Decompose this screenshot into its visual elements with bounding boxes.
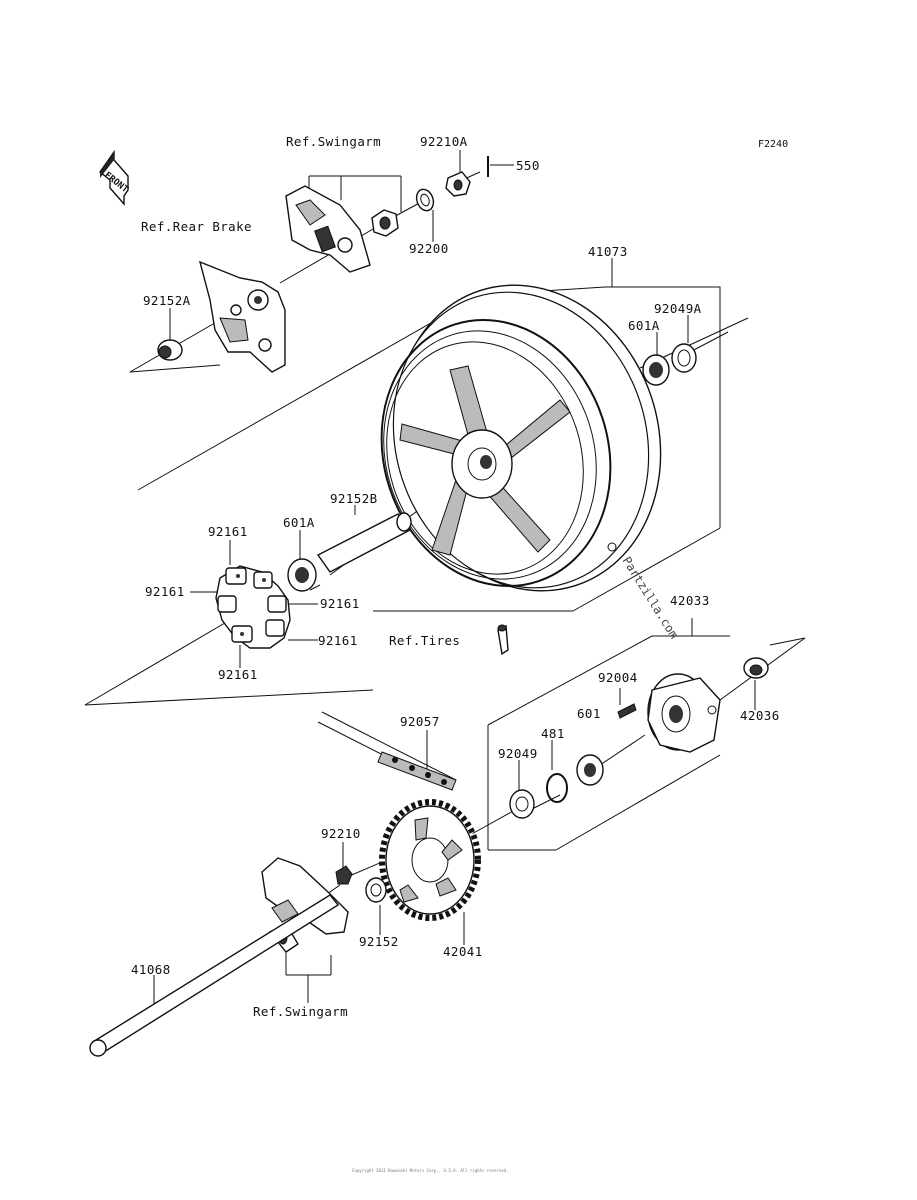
front-arrow-icon: FRONT	[99, 149, 130, 206]
part-number-92152[interactable]: 92152	[359, 934, 399, 949]
part-number-92057[interactable]: 92057	[400, 714, 440, 729]
rear-wheel-41073	[380, 284, 662, 592]
part-number-42036[interactable]: 42036	[740, 708, 780, 723]
drive-chain-92057	[317, 711, 457, 791]
part-number-601A-mid[interactable]: 601A	[283, 515, 315, 530]
bearing-601A-mid	[287, 558, 317, 592]
part-number-92049A[interactable]: 92049A	[654, 301, 702, 316]
part-number-92004[interactable]: 92004	[598, 670, 638, 685]
tire-valve	[497, 624, 509, 656]
collar-92152A	[157, 339, 183, 361]
nut-92210	[335, 865, 353, 885]
axle-41068	[89, 894, 340, 1057]
part-number-92152A[interactable]: 92152A	[143, 293, 191, 308]
hub-damper-92161	[215, 565, 291, 649]
callout-ref-tires[interactable]: Ref.Tires	[389, 633, 460, 648]
diagram-code: F2240	[758, 139, 788, 150]
part-number-92210A[interactable]: 92210A	[420, 134, 468, 149]
part-number-92200[interactable]: 92200	[409, 241, 449, 256]
collar-92152	[365, 877, 387, 903]
circlip-481	[546, 773, 568, 803]
part-number-481[interactable]: 481	[541, 726, 565, 741]
part-number-41068[interactable]: 41068	[131, 962, 171, 977]
part-number-92161-right-upper[interactable]: 92161	[320, 596, 360, 611]
part-number-92152B[interactable]: 92152B	[330, 491, 378, 506]
part-number-41073[interactable]: 41073	[588, 244, 628, 259]
part-number-42041[interactable]: 42041	[443, 944, 483, 959]
seal-92049A	[671, 343, 697, 373]
callout-ref-rear-brake[interactable]: Ref.Rear Brake	[141, 219, 252, 234]
swingarm-adjuster-top	[285, 185, 371, 273]
callout-ref-swingarm-top[interactable]: Ref.Swingarm	[286, 134, 381, 149]
washer-92200	[415, 188, 435, 212]
part-number-92161-right-lower[interactable]: 92161	[318, 633, 358, 648]
collar-92152B	[316, 512, 412, 573]
part-number-601[interactable]: 601	[577, 706, 601, 721]
bearing-601A-top	[642, 354, 670, 386]
collar-42036	[743, 657, 769, 679]
part-number-92161-top[interactable]: 92161	[208, 524, 248, 539]
rear-brake-bracket	[198, 260, 286, 373]
rear-sprocket-42041	[379, 799, 481, 921]
stud-92004	[617, 703, 637, 719]
adjuster-nut-top	[371, 209, 399, 237]
part-number-92210[interactable]: 92210	[321, 826, 361, 841]
nut-92210A	[445, 171, 471, 197]
part-number-92161-bottom[interactable]: 92161	[218, 667, 258, 682]
seal-92049	[509, 789, 535, 819]
sprocket-hub-42033	[647, 673, 721, 753]
part-number-601A-top[interactable]: 601A	[628, 318, 660, 333]
bearing-601	[576, 754, 604, 786]
part-number-92161-left[interactable]: 92161	[145, 584, 185, 599]
part-number-42033[interactable]: 42033	[670, 593, 710, 608]
copyright-footer: Copyright 2011 Kawasaki Motors Corp., U.…	[352, 1168, 509, 1173]
part-number-92049[interactable]: 92049	[498, 746, 538, 761]
callout-ref-swingarm-bottom[interactable]: Ref.Swingarm	[253, 1004, 348, 1019]
part-number-550[interactable]: 550	[516, 158, 540, 173]
